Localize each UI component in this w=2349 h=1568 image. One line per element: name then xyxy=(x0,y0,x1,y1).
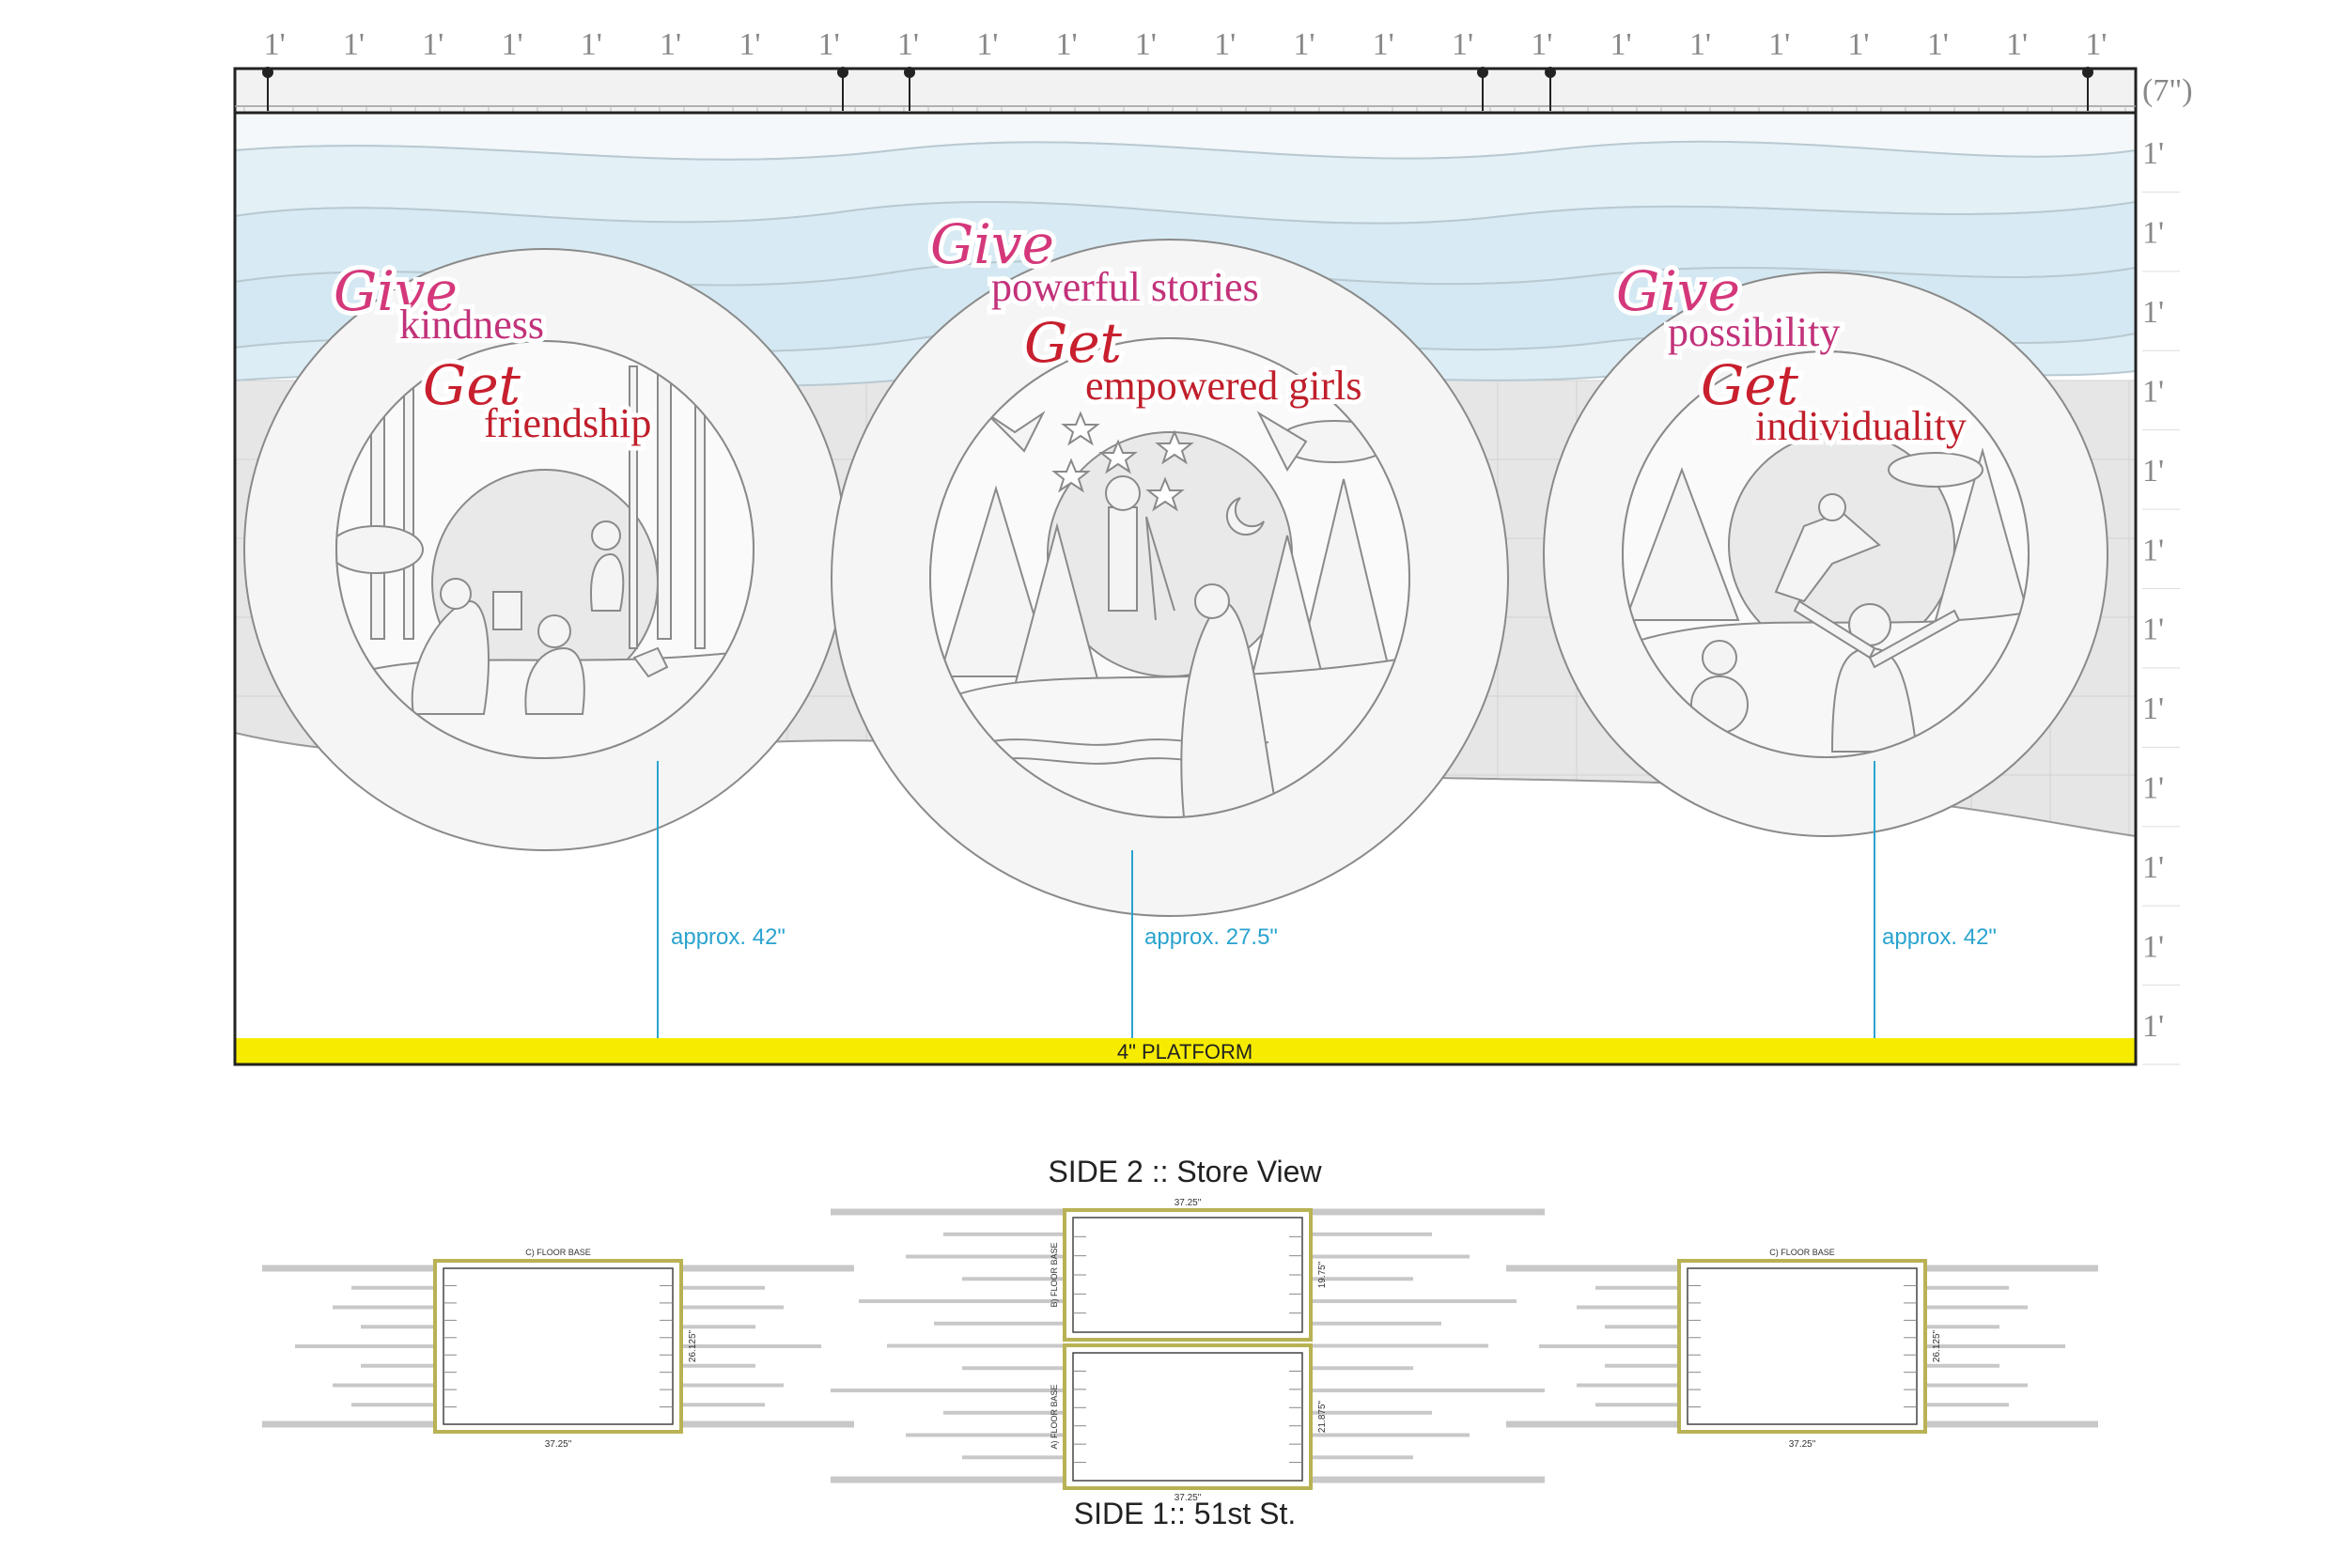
platform-label: 4" PLATFORM xyxy=(1117,1040,1252,1063)
svg-text:37.25": 37.25" xyxy=(545,1439,572,1450)
right-ruler-label: 1' xyxy=(2142,1009,2164,1044)
side-2-label: SIDE 2 :: Store View xyxy=(1048,1155,1322,1188)
top-ruler-label: 1' xyxy=(1214,27,1236,62)
panel-2-give-text: powerful stories xyxy=(991,264,1259,310)
svg-text:37.25": 37.25" xyxy=(1174,1198,1202,1208)
panel-2-headline: Give powerful stories Get empowered girl… xyxy=(926,208,1366,413)
floor-base-center-bottom: 37.25" A) FLOOR BASE 21.875" xyxy=(1050,1343,1328,1503)
top-ruler-label: 1' xyxy=(343,27,365,62)
floor-base-left: C) FLOOR BASE 37.25" 26.125" xyxy=(433,1248,698,1450)
top-ruler: 1' 1' 1' 1' 1' 1' 1' 1' 1' 1' 1' 1' 1' 1' 1' 1' 1' 1' 1' 1'… xyxy=(264,27,2108,62)
header-rail xyxy=(233,67,2138,115)
panel-1-give-text: kindness xyxy=(399,302,544,348)
top-ruler-label: 1' xyxy=(264,27,286,62)
right-ruler-label: 1' xyxy=(2142,533,2164,567)
top-ruler-label: 1' xyxy=(581,27,602,62)
panel-3-headline: Give possibility Get individuality xyxy=(1611,255,1971,454)
top-ruler-label: 1' xyxy=(739,27,760,62)
top-ruler-label: 1' xyxy=(818,27,840,62)
top-ruler-label: 1' xyxy=(1847,27,1869,62)
panel-2-get-script: Get xyxy=(1024,311,1123,375)
side-1-label: SIDE 1:: 51st St. xyxy=(1074,1497,1297,1530)
dimension-lines xyxy=(657,761,1875,1038)
floor-base-right: C) FLOOR BASE 37.25" 26.125" xyxy=(1677,1248,1942,1450)
panel-1-headline: Give kindness Get friendship xyxy=(329,255,656,451)
top-ruler-label: 1' xyxy=(501,27,522,62)
panel-1-get-text: friendship xyxy=(484,400,651,446)
panel-3-give-script: Give xyxy=(1616,259,1740,323)
top-ruler-label: 1' xyxy=(976,27,998,62)
dimension-right: approx. 42" xyxy=(1882,924,1997,950)
svg-text:37.25": 37.25" xyxy=(1789,1439,1816,1450)
svg-text:19.75": 19.75" xyxy=(1317,1261,1328,1288)
svg-text:26.125": 26.125" xyxy=(1932,1329,1942,1362)
platform-bar xyxy=(235,1038,2136,1064)
panel-2-get-text: empowered girls xyxy=(1085,363,1361,409)
dimension-left: approx. 42" xyxy=(671,924,786,950)
top-ruler-label: 1' xyxy=(1689,27,1711,62)
top-ruler-label: 1' xyxy=(660,27,681,62)
right-ruler-label: 1' xyxy=(2142,136,2164,171)
right-ruler-label: 1' xyxy=(2142,613,2164,647)
panel-3-give-text: possibility xyxy=(1668,309,1840,355)
top-ruler-label: 1' xyxy=(1927,27,1949,62)
floor-base-center-top: 37.25" B) FLOOR BASE 19.75" xyxy=(1050,1198,1328,1342)
top-ruler-label: 1' xyxy=(1135,27,1157,62)
top-ruler-label: 1' xyxy=(1768,27,1790,62)
top-ruler-label: 1' xyxy=(2006,27,2028,62)
panel-1-give-script: Give xyxy=(334,259,458,323)
right-ruler-label: 1' xyxy=(2142,850,2164,885)
top-ruler-label: 1' xyxy=(1531,27,1552,62)
top-ruler-label: 1' xyxy=(1373,27,1394,62)
right-ruler-label: 1' xyxy=(2142,771,2164,806)
svg-text:21.875": 21.875" xyxy=(1317,1400,1328,1433)
right-ruler-label: 1' xyxy=(2142,454,2164,489)
panel-3-get-text: individuality xyxy=(1755,403,1967,449)
svg-text:C) FLOOR BASE: C) FLOOR BASE xyxy=(1769,1248,1835,1257)
panel-2-give-script: Give xyxy=(930,212,1054,276)
dimension-center: approx. 27.5" xyxy=(1144,924,1278,950)
right-ruler-label: 1' xyxy=(2142,929,2164,964)
svg-text:26.125": 26.125" xyxy=(688,1329,698,1362)
top-ruler-label: 1' xyxy=(1055,27,1077,62)
right-ruler-label: 1' xyxy=(2142,216,2164,251)
right-ruler-top-label: (7") xyxy=(2142,73,2193,108)
top-ruler-label: 1' xyxy=(2085,27,2107,62)
panel-1-get-script: Get xyxy=(423,353,521,417)
right-ruler: 1' 1' 1' 1' 1' 1' 1' 1' 1' 1' 1' 1' xyxy=(2142,136,2180,1065)
svg-text:A) FLOOR BASE: A) FLOOR BASE xyxy=(1050,1384,1059,1449)
top-ruler-label: 1' xyxy=(1610,27,1632,62)
panel-3-get-script: Get xyxy=(1701,353,1799,417)
top-ruler-label: 1' xyxy=(1293,27,1315,62)
wall xyxy=(235,113,2136,1064)
top-ruler-label: 1' xyxy=(897,27,919,62)
top-ruler-label: 1' xyxy=(1452,27,1473,62)
svg-text:B) FLOOR BASE: B) FLOOR BASE xyxy=(1050,1242,1059,1307)
right-ruler-label: 1' xyxy=(2142,295,2164,330)
right-ruler-label: 1' xyxy=(2142,374,2164,409)
right-ruler-label: 1' xyxy=(2142,691,2164,726)
svg-text:37.25": 37.25" xyxy=(1174,1493,1202,1503)
top-ruler-label: 1' xyxy=(422,27,443,62)
svg-text:C) FLOOR BASE: C) FLOOR BASE xyxy=(525,1248,591,1257)
